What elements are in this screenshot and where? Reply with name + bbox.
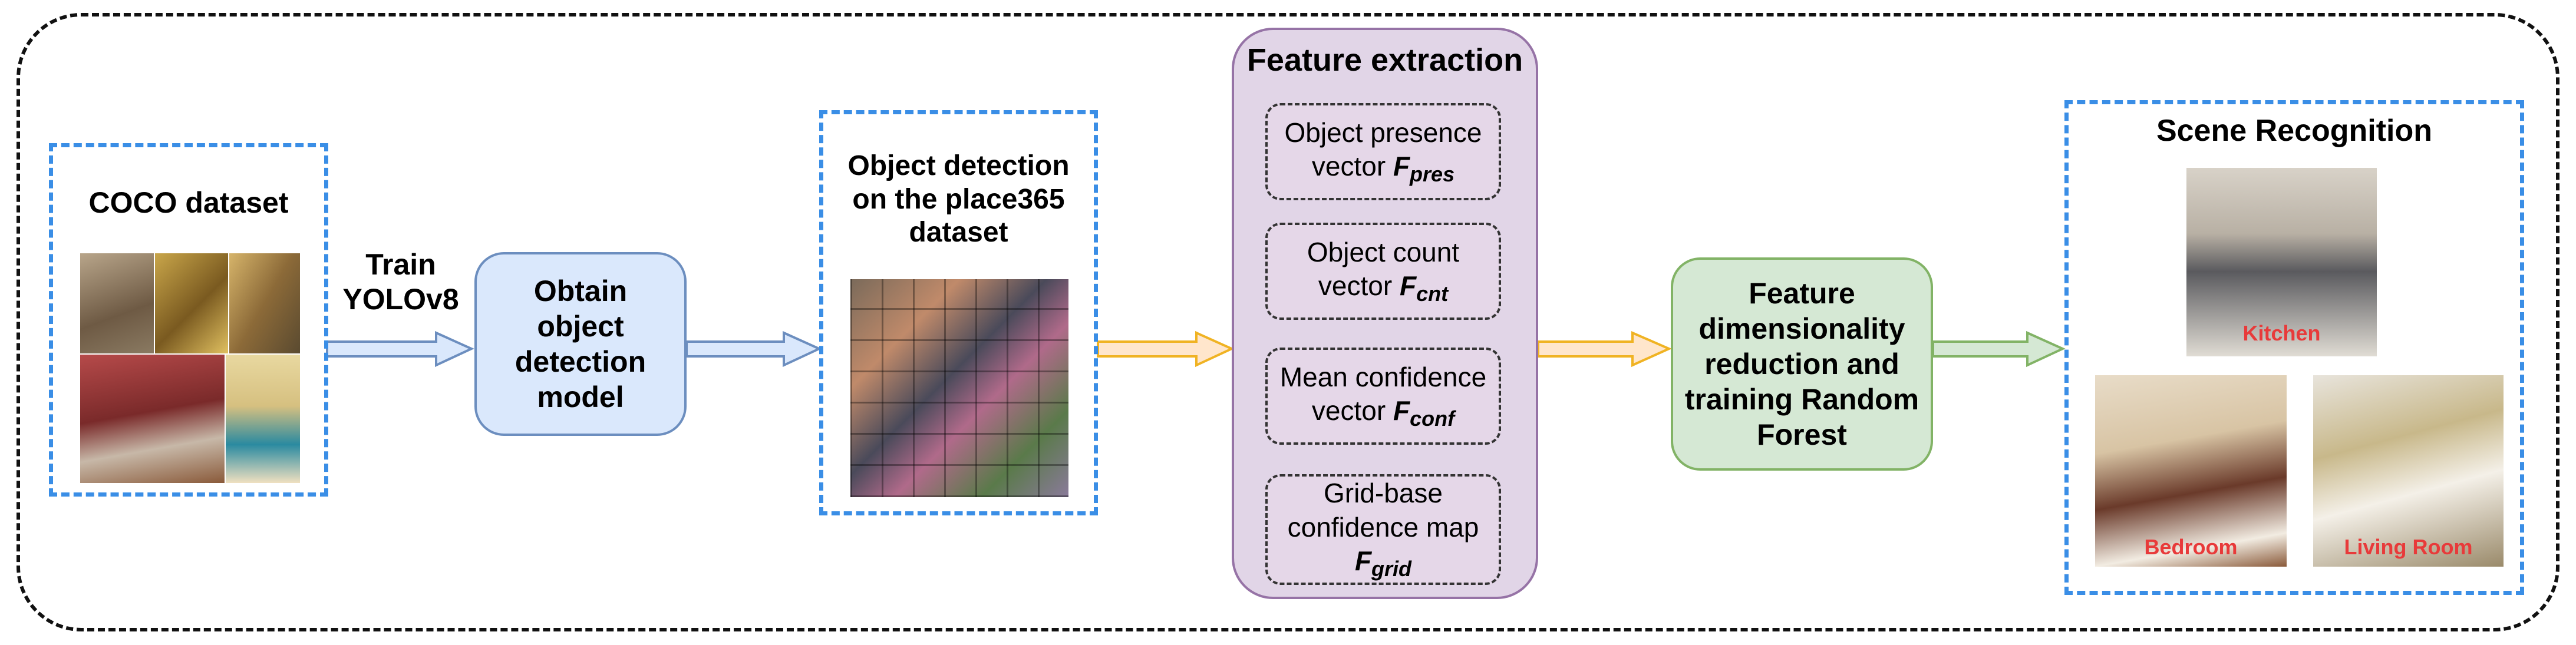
train-label-line1: Train bbox=[365, 248, 436, 281]
feature-item-confidence-symbol: F bbox=[1393, 395, 1410, 426]
kitchen-image: Kitchen bbox=[2186, 168, 2377, 356]
obtain-model-label: Obtain object detection model bbox=[514, 274, 647, 414]
train-yolov8-label: Train YOLOv8 bbox=[330, 247, 471, 317]
feature-item-count-subscript: cnt bbox=[1416, 282, 1449, 306]
feature-item-presence-subscript: pres bbox=[1410, 162, 1455, 187]
kitchen-label: Kitchen bbox=[2242, 321, 2321, 345]
object-detection-title: Object detection on the place365 dataset bbox=[847, 150, 1070, 249]
feature-item-presence: Object presence vector Fpres bbox=[1265, 103, 1501, 200]
feature-item-grid-line1: Grid-base bbox=[1324, 478, 1443, 509]
arrow-rf-to-scene bbox=[1932, 330, 2066, 368]
bedroom-label: Bedroom bbox=[2144, 535, 2238, 559]
bedroom-image: Bedroom bbox=[2095, 375, 2287, 567]
train-label-line2: YOLOv8 bbox=[342, 283, 459, 316]
feature-item-presence-symbol: F bbox=[1393, 151, 1410, 182]
coco-photo-4 bbox=[80, 355, 225, 483]
feature-item-grid-subscript: grid bbox=[1371, 557, 1412, 581]
random-forest-label: Feature dimensionality reduction and tra… bbox=[1684, 277, 1919, 451]
place365-detection-mosaic bbox=[850, 279, 1068, 497]
feature-item-count-symbol: F bbox=[1399, 270, 1417, 302]
coco-image-collage bbox=[80, 253, 300, 483]
feature-item-count: Object count vector Fcnt bbox=[1265, 223, 1501, 320]
living-room-label: Living Room bbox=[2344, 535, 2473, 559]
coco-photo-5 bbox=[226, 355, 300, 483]
feature-item-grid: Grid-base confidence map Fgrid bbox=[1265, 474, 1501, 585]
feature-item-confidence-subscript: conf bbox=[1410, 406, 1455, 431]
feature-item-confidence: Mean confidence vector Fconf bbox=[1265, 348, 1501, 445]
arrow-coco-to-model bbox=[326, 330, 474, 368]
feature-item-count-line2: vector bbox=[1318, 270, 1393, 302]
scene-recognition-title: Scene Recognition bbox=[2156, 114, 2433, 148]
coco-dataset-box: COCO dataset bbox=[49, 143, 328, 497]
coco-photo-1 bbox=[80, 253, 154, 353]
coco-photo-3 bbox=[229, 253, 300, 353]
feature-extraction-title: Feature extraction bbox=[1246, 42, 1523, 78]
arrow-features-to-rf bbox=[1537, 330, 1672, 368]
feature-item-confidence-line2: vector bbox=[1311, 395, 1386, 426]
feature-item-count-line1: Object count bbox=[1307, 236, 1460, 267]
coco-photo-2 bbox=[155, 253, 228, 353]
coco-title: COCO dataset bbox=[88, 186, 289, 219]
pipeline-outer-border bbox=[17, 13, 2559, 631]
feature-item-grid-symbol: F bbox=[1354, 545, 1372, 577]
arrow-model-to-detection bbox=[685, 330, 822, 368]
feature-item-grid-line2: confidence map bbox=[1287, 511, 1479, 543]
living-room-image: Living Room bbox=[2313, 375, 2504, 567]
arrow-detection-to-features bbox=[1097, 330, 1235, 368]
feature-item-presence-line1: Object presence bbox=[1284, 117, 1482, 148]
obtain-model-box: Obtain object detection model bbox=[474, 252, 687, 436]
scene-recognition-box: Scene Recognition Kitchen Bedroom Living… bbox=[2064, 100, 2524, 595]
feature-item-presence-line2: vector bbox=[1311, 151, 1386, 182]
feature-item-confidence-line1: Mean confidence bbox=[1279, 361, 1487, 392]
random-forest-box: Feature dimensionality reduction and tra… bbox=[1671, 257, 1933, 471]
object-detection-box: Object detection on the place365 dataset bbox=[819, 110, 1098, 515]
